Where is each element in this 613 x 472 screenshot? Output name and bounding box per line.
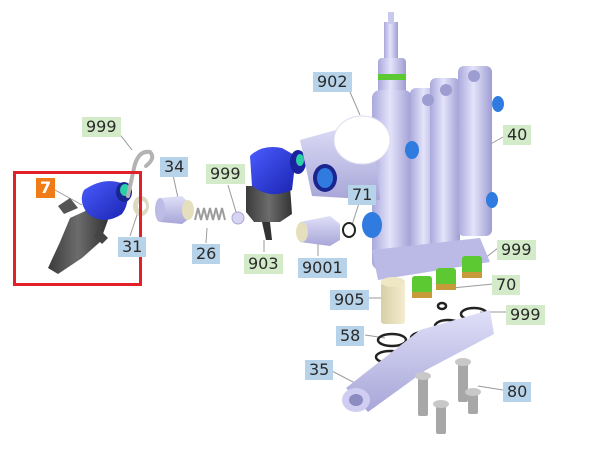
part-40-housing <box>300 12 504 280</box>
callout-903[interactable]: 903 <box>244 254 283 274</box>
part-999-ball <box>231 211 245 225</box>
part-905-sleeve <box>381 277 405 324</box>
callout-26[interactable]: 26 <box>192 244 221 264</box>
callout-40[interactable]: 40 <box>503 125 532 145</box>
callout-71[interactable]: 71 <box>348 185 377 205</box>
part-9001-fitting <box>296 216 340 246</box>
callout-9001[interactable]: 9001 <box>298 258 347 278</box>
part-70-valves <box>412 256 482 298</box>
highlight-box <box>13 171 142 286</box>
callout-999-valve[interactable]: 999 <box>497 240 536 260</box>
callout-80[interactable]: 80 <box>503 382 532 402</box>
callout-905[interactable]: 905 <box>330 290 369 310</box>
callout-999-oring[interactable]: 999 <box>506 305 545 325</box>
callout-58[interactable]: 58 <box>336 326 365 346</box>
callout-35[interactable]: 35 <box>305 360 334 380</box>
callout-34[interactable]: 34 <box>160 157 189 177</box>
part-34-fitting <box>155 196 194 224</box>
part-80-bolts <box>415 358 481 434</box>
part-71-oring <box>342 222 356 238</box>
part-35-manifold <box>342 310 494 412</box>
callout-999-clip[interactable]: 999 <box>82 117 121 137</box>
part-902-cap <box>333 115 391 165</box>
part-999-clip <box>126 149 155 198</box>
callout-7[interactable]: 7 <box>36 178 56 198</box>
callout-902[interactable]: 902 <box>313 72 352 92</box>
callout-31[interactable]: 31 <box>118 237 147 257</box>
callout-999-ball[interactable]: 999 <box>206 164 245 184</box>
callout-70[interactable]: 70 <box>492 275 521 295</box>
part-26-spring <box>194 207 226 221</box>
part-903-elbow <box>246 147 306 240</box>
